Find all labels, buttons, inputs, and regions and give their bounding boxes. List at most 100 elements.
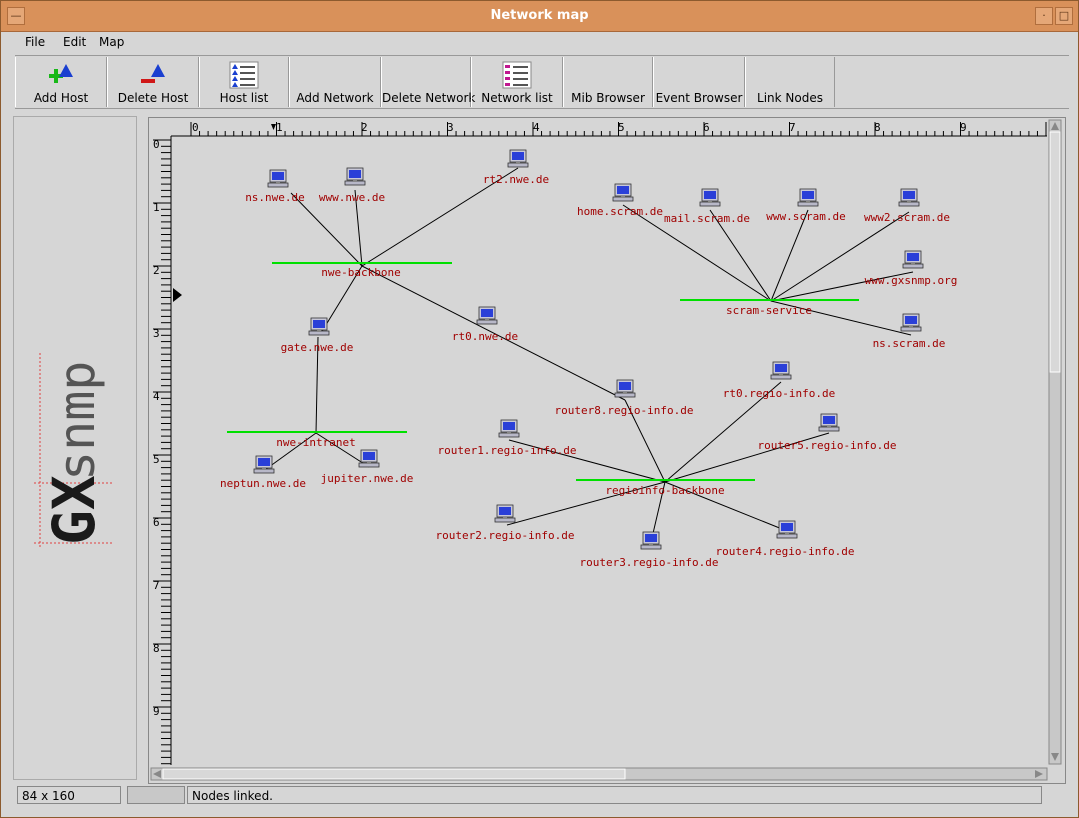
status-coordinates: 84 x 160 [17, 786, 121, 804]
host-label-ns-scram[interactable]: ns.scram.de [873, 337, 946, 350]
network-label-nwe-intranet[interactable]: nwe-intranet [276, 436, 355, 449]
link-nodes-button[interactable]: Link Nodes [745, 57, 835, 107]
host-label-rt2-nwe[interactable]: rt2.nwe.de [483, 173, 549, 186]
event-browser-button[interactable]: Event Browser [653, 57, 745, 107]
ruler-x-9: 9 [960, 121, 967, 134]
ruler-x-8: 8 [874, 121, 881, 134]
host-label-www-nwe[interactable]: www.nwe.de [319, 191, 385, 204]
svg-text:snmp: snmp [48, 361, 106, 481]
link-lines [261, 167, 914, 543]
host-label-router3[interactable]: router3.regio-info.de [579, 556, 718, 569]
host-icon[interactable] [308, 317, 330, 336]
scroll-left-arrow-icon[interactable] [153, 770, 161, 778]
add-network-button[interactable]: Add Network [289, 57, 381, 107]
window-menu-button[interactable]: — [7, 7, 25, 25]
ruler-y-5: 5 [153, 453, 160, 466]
scroll-right-arrow-icon[interactable] [1035, 770, 1043, 778]
host-icon[interactable] [344, 167, 366, 186]
host-icon[interactable] [902, 250, 924, 269]
host-icon[interactable] [507, 149, 529, 168]
network-list-icon [502, 61, 532, 89]
host-label-gate-nwe[interactable]: gate.nwe.de [281, 341, 354, 354]
window-title: Network map [490, 8, 589, 23]
host-icon[interactable] [498, 419, 520, 438]
delete-host-icon [141, 64, 165, 83]
ruler-x-2: 2 [361, 121, 368, 134]
ruler-y-6: 6 [153, 516, 160, 529]
host-icon[interactable] [797, 188, 819, 207]
menu-file[interactable]: File [25, 35, 46, 49]
host-icon[interactable] [612, 183, 634, 202]
status-message: Nodes linked. [187, 786, 1042, 804]
host-label-router4[interactable]: router4.regio-info.de [715, 545, 854, 558]
host-label-rt0-regio[interactable]: rt0.regio-info.de [723, 387, 836, 400]
host-list-button[interactable]: Host list [199, 57, 289, 107]
host-list-icon [229, 61, 259, 89]
logo-panel: GX snmp [13, 116, 137, 780]
host-icon[interactable] [699, 188, 721, 207]
host-label-neptun-nwe[interactable]: neptun.nwe.de [220, 477, 306, 490]
ruler-y-1: 1 [153, 201, 160, 214]
host-icon[interactable] [494, 504, 516, 523]
menu-bar: File Edit Map [15, 32, 1069, 54]
delete-network-button[interactable]: Delete Network [381, 57, 475, 107]
host-label-router8[interactable]: router8.regio-info.de [554, 404, 693, 417]
network-label-nwe-backbone[interactable]: nwe-backbone [321, 266, 400, 279]
host-icon[interactable] [898, 188, 920, 207]
network-map-canvas[interactable]: 0 1 2 3 4 5 6 7 8 9 0 1 2 3 4 5 6 7 8 9 [149, 118, 1065, 783]
vertical-scroll-thumb[interactable] [1049, 131, 1061, 373]
host-icon[interactable] [267, 169, 289, 188]
host-icon[interactable] [358, 449, 380, 468]
ruler-y-8: 8 [153, 642, 160, 655]
scroll-up-arrow-icon[interactable] [1051, 122, 1059, 130]
host-label-www-scram[interactable]: www.scram.de [766, 210, 845, 223]
host-icon[interactable] [776, 520, 798, 539]
host-icon[interactable] [770, 361, 792, 380]
delete-host-button[interactable]: Delete Host [107, 57, 199, 107]
ruler-x-4: 4 [533, 121, 540, 134]
add-host-button[interactable]: Add Host [15, 57, 107, 107]
title-bar[interactable]: — Network map · □ [1, 1, 1078, 32]
network-label-scram-service[interactable]: scram-service [726, 304, 812, 317]
ruler-y-0: 0 [153, 138, 160, 151]
host-label-mail-scram[interactable]: mail.scram.de [664, 212, 750, 225]
ruler-y-marker-icon [173, 288, 182, 302]
network-list-button[interactable]: Network list [471, 57, 563, 107]
map-view[interactable]: 0 1 2 3 4 5 6 7 8 9 0 1 2 3 4 5 6 7 8 9 [148, 117, 1066, 784]
host-label-ns-nwe[interactable]: ns.nwe.de [245, 191, 305, 204]
ruler-y-2: 2 [153, 264, 160, 277]
maximize-button[interactable]: □ [1055, 7, 1073, 25]
svg-text:GX: GX [40, 475, 108, 545]
ruler-y-9: 9 [153, 705, 160, 718]
host-icon[interactable] [900, 313, 922, 332]
ruler-x-5: 5 [618, 121, 625, 134]
host-label-home-scram[interactable]: home.scram.de [577, 205, 663, 218]
scroll-down-arrow-icon[interactable] [1051, 753, 1059, 761]
host-icon[interactable] [640, 531, 662, 550]
ruler-y-7: 7 [153, 579, 160, 592]
host-label-rt0-nwe[interactable]: rt0.nwe.de [452, 330, 518, 343]
progress-bar [127, 786, 185, 804]
status-bar: 84 x 160 Nodes linked. [15, 786, 1069, 808]
host-label-router1[interactable]: router1.regio-info.de [437, 444, 576, 457]
host-label-www-gxsnmp[interactable]: www.gxsnmp.org [865, 274, 958, 287]
host-label-router2[interactable]: router2.regio-info.de [435, 529, 574, 542]
host-label-router5[interactable]: router5.regio-info.de [757, 439, 896, 452]
minimize-button[interactable]: · [1035, 7, 1053, 25]
ruler-x-3: 3 [447, 121, 454, 134]
host-label-jupiter-nwe[interactable]: jupiter.nwe.de [321, 472, 414, 485]
menu-map[interactable]: Map [99, 35, 125, 49]
gxsnmp-logo-icon: GX snmp [34, 353, 114, 549]
host-icon[interactable] [818, 413, 840, 432]
horizontal-ruler [171, 120, 1047, 136]
host-icon[interactable] [253, 455, 275, 474]
host-icon[interactable] [476, 306, 498, 325]
horizontal-scroll-thumb[interactable] [162, 768, 626, 780]
menu-edit[interactable]: Edit [63, 35, 87, 49]
host-icon[interactable] [614, 379, 636, 398]
host-label-www2-scram[interactable]: www2.scram.de [864, 211, 950, 224]
network-label-regioinfo-backbone[interactable]: regioinfo-backbone [605, 484, 724, 497]
mib-browser-button[interactable]: Mib Browser [563, 57, 653, 107]
ruler-x-7: 7 [789, 121, 796, 134]
